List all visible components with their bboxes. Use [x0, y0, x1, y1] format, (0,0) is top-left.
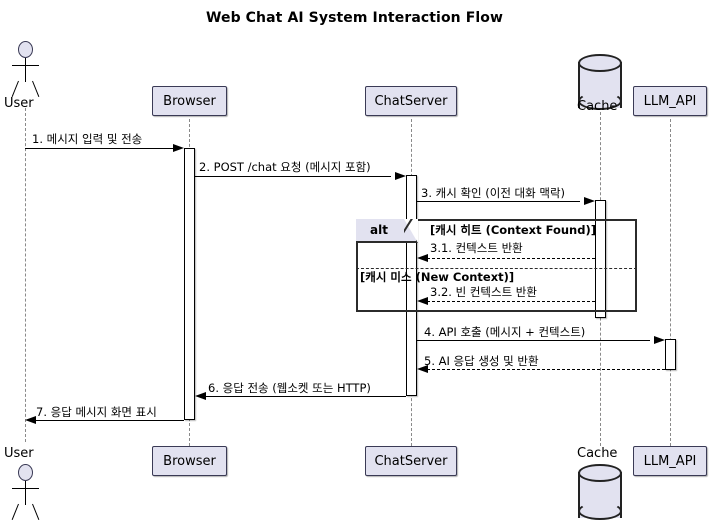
message-label-3: 3. 캐시 확인 (이전 대화 맥락): [421, 186, 566, 200]
message-line-3: [417, 201, 580, 202]
participant-label-llm-top: LLM_API: [643, 93, 697, 109]
cache-cylinder-top-icon: [578, 54, 622, 72]
message-arrowhead-6: [195, 392, 206, 400]
actor-leg-right-icon: [32, 80, 40, 97]
actor-leg-left-icon: [11, 503, 19, 520]
message-arrowhead-5: [417, 365, 428, 373]
participant-cache-bottom[interactable]: [578, 464, 622, 520]
actor-arms-icon: [12, 488, 39, 489]
actor-leg-right-icon: [32, 503, 40, 520]
alt-fragment-operator-label: alt: [370, 223, 388, 237]
message-label-4: 4. API 호출 (메시지 + 컨텍스트): [424, 325, 586, 339]
message-arrowhead-3-1: [417, 254, 428, 262]
alt-guard-1: [캐시 히트 (Context Found)]: [430, 223, 596, 237]
participant-label-chatserver-top: ChatServer: [374, 93, 448, 109]
participant-label-cache-top: Cache: [577, 99, 618, 114]
actor-head-icon: [18, 464, 33, 481]
cache-cylinder-bottom-icon: [578, 502, 622, 520]
alt-guard-2: [캐시 미스 (New Context)]: [360, 270, 515, 284]
message-label-3-1: 3.1. 컨텍스트 반환: [430, 241, 523, 255]
message-label-7: 7. 응답 메시지 화면 표시: [36, 405, 157, 419]
message-line-3-2: [427, 301, 595, 302]
cache-cylinder-top-icon: [578, 464, 622, 482]
diagram-title: Web Chat AI System Interaction Flow: [205, 10, 504, 26]
message-label-5: 5. AI 응답 생성 및 반환: [424, 354, 539, 368]
actor-body-icon: [25, 58, 26, 82]
activation-bar-llm: [665, 339, 676, 370]
message-line-7: [35, 420, 184, 421]
participant-llm-top[interactable]: LLM_API: [633, 86, 707, 116]
message-arrowhead-1: [173, 144, 184, 152]
cache-cylinder-bottom-icon: [578, 92, 622, 110]
message-arrowhead-4: [654, 336, 665, 344]
alt-fragment: [356, 219, 637, 312]
activation-bar-cache: [595, 200, 606, 318]
message-label-6: 6. 응답 전송 (웹소켓 또는 HTTP): [208, 381, 371, 395]
alt-fragment-divider: [356, 268, 637, 269]
message-label-2: 2. POST /chat 요청 (메시지 포함): [199, 160, 371, 174]
message-arrowhead-3: [584, 197, 595, 205]
message-line-2: [195, 176, 391, 177]
participant-label-user-top: User: [4, 96, 34, 111]
participant-llm-bottom[interactable]: LLM_API: [633, 446, 707, 476]
message-label-1: 1. 메시지 입력 및 전송: [32, 132, 143, 146]
participant-chatserver-bottom[interactable]: ChatServer: [365, 446, 457, 476]
participant-label-browser-bottom: Browser: [163, 453, 216, 469]
actor-arms-icon: [12, 65, 39, 66]
actor-user-top[interactable]: [11, 41, 40, 99]
participant-chatserver-top[interactable]: ChatServer: [365, 86, 457, 116]
activation-bar-browser: [184, 148, 195, 420]
participant-browser-top[interactable]: Browser: [152, 86, 227, 116]
participant-label-cache-bottom: Cache: [577, 446, 618, 461]
activation-bar-chatserver: [406, 175, 417, 396]
message-arrowhead-2: [395, 172, 406, 180]
actor-head-icon: [18, 41, 33, 58]
lifeline-user: [25, 108, 26, 442]
alt-fragment-tab-fold-icon: [404, 219, 418, 243]
actor-body-icon: [25, 481, 26, 505]
participant-label-user-bottom: User: [4, 446, 34, 461]
participant-browser-bottom[interactable]: Browser: [152, 446, 227, 476]
lifeline-llm: [670, 119, 671, 446]
alt-fragment-tab-fold-edge: [404, 219, 420, 245]
participant-label-browser-top: Browser: [163, 93, 216, 109]
message-label-3-2: 3.2. 빈 컨텍스트 반환: [430, 285, 537, 299]
message-arrowhead-7: [25, 416, 36, 424]
participant-label-chatserver-bottom: ChatServer: [374, 453, 448, 469]
actor-user-bottom[interactable]: [11, 464, 40, 522]
message-arrowhead-3-2: [417, 297, 428, 305]
participant-label-llm-bottom: LLM_API: [643, 453, 697, 469]
message-line-3-1: [427, 258, 595, 259]
message-line-1: [25, 148, 174, 149]
actor-leg-left-icon: [11, 80, 19, 97]
message-line-6: [205, 396, 406, 397]
message-line-4: [417, 340, 650, 341]
participant-cache-top[interactable]: [578, 54, 622, 110]
message-line-5: [427, 369, 665, 370]
